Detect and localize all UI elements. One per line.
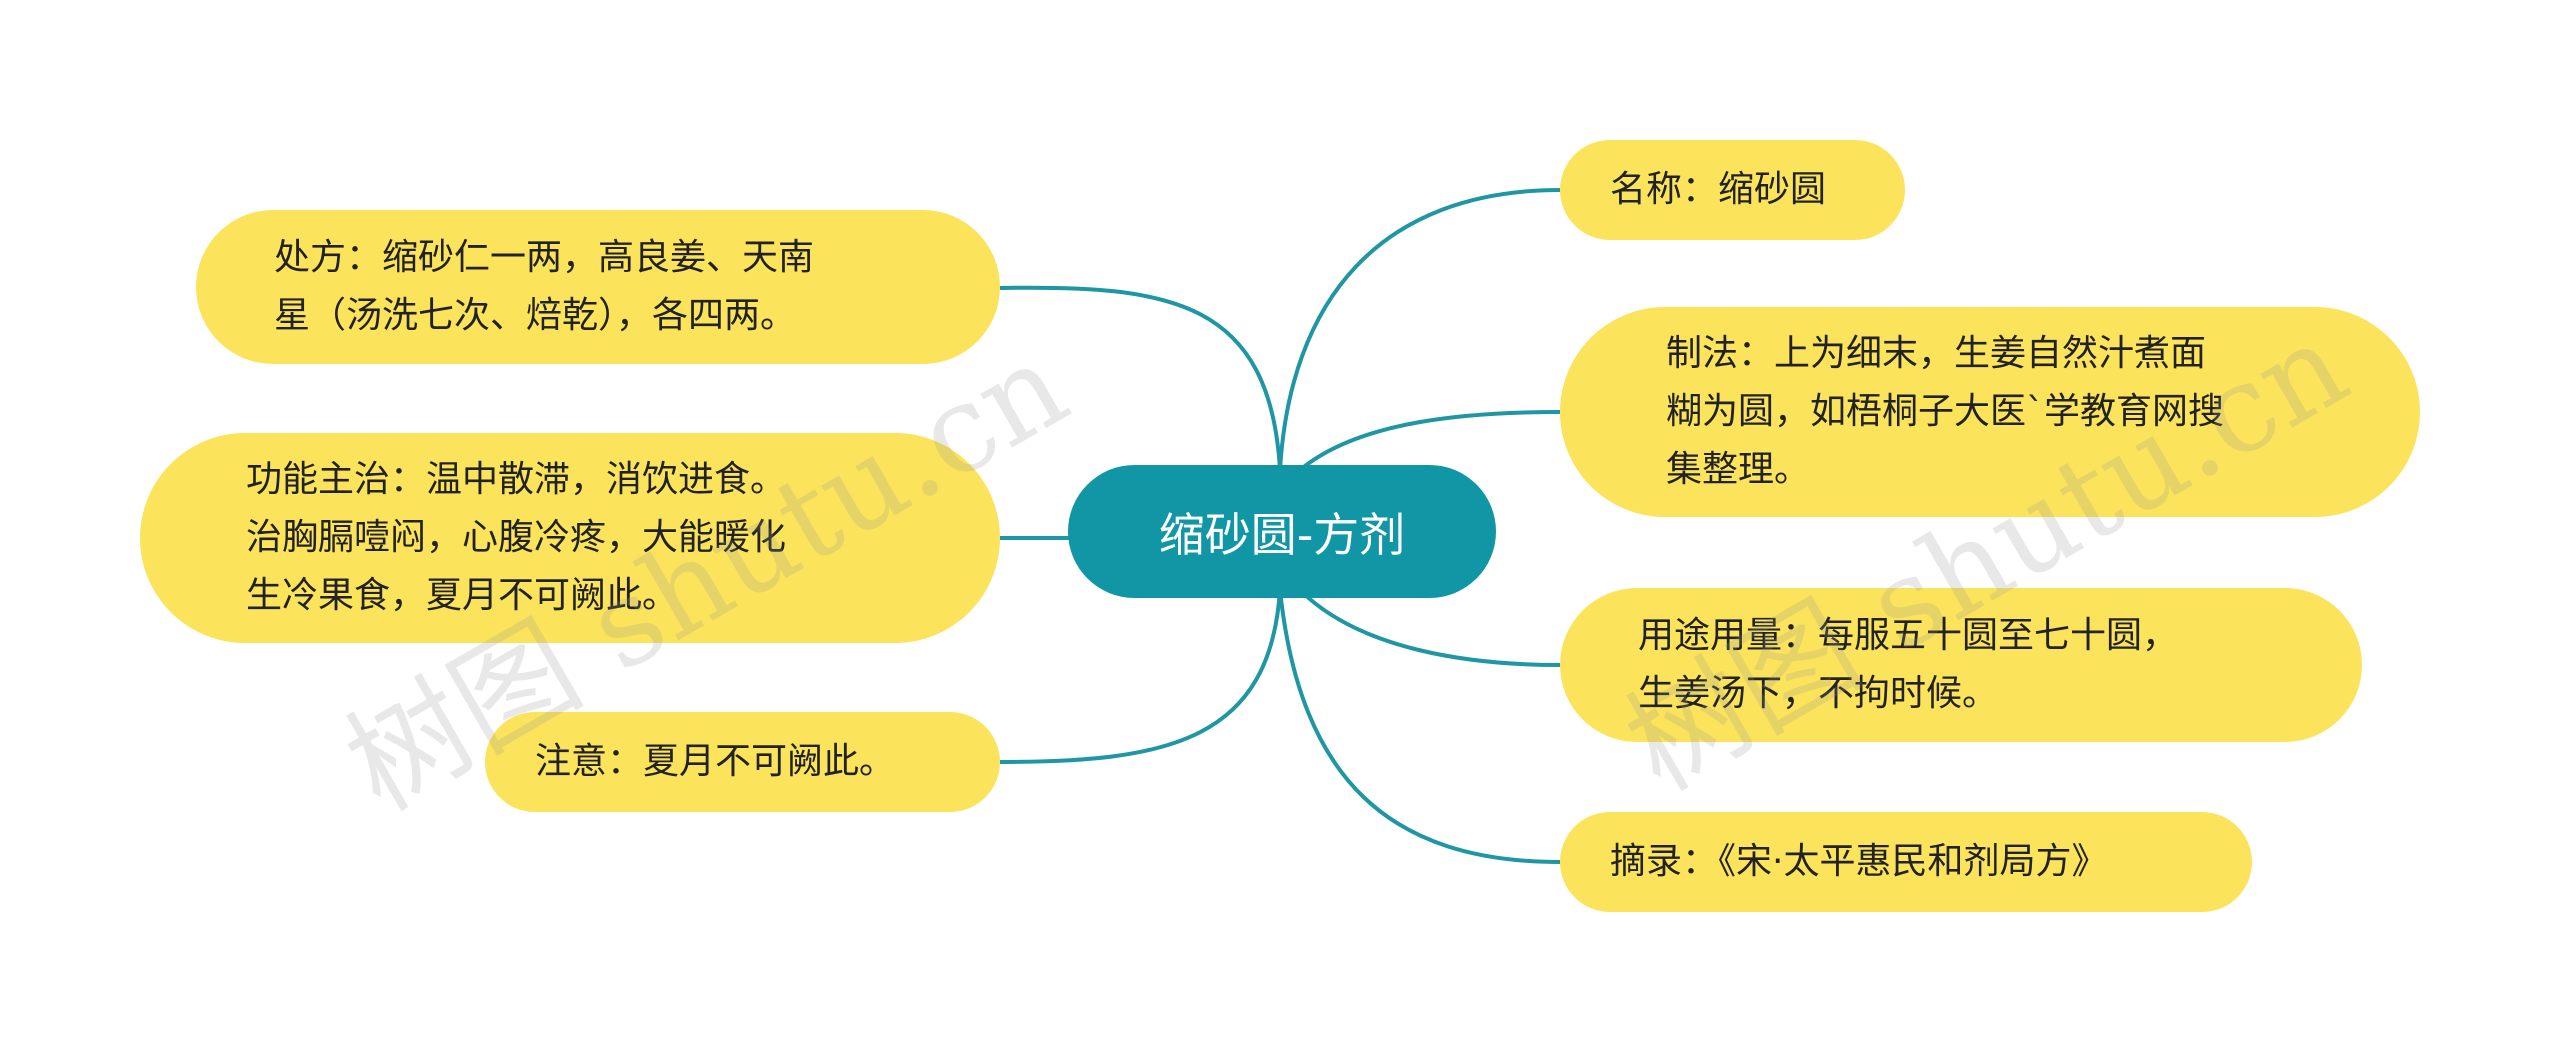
node-caution-text: 注意：夏月不可阙此。 [535, 741, 896, 782]
link-name [1278, 188, 1561, 471]
node-source-text: 摘录：《宋·太平惠民和剂局方》 [1610, 841, 2108, 882]
central-topic-label: 缩砂圆-方剂 [1158, 507, 1406, 562]
node-function-text: 功能主治：温中散滞，消饮进食。 治胸膈噎闷，心腹冷疼，大能暖化 生冷果食，夏月不… [246, 459, 787, 616]
link-usage [1298, 588, 1561, 667]
node-method-text: 制法：上为细末，生姜自然汁煮面 糊为圆，如梧桐子大医`学教育网搜 集整理。 [1666, 333, 2225, 490]
central-topic[interactable]: 缩砂圆-方剂 [1068, 465, 1496, 598]
node-function[interactable]: 功能主治：温中散滞，消饮进食。 治胸膈噎闷，心腹冷疼，大能暖化 生冷果食，夏月不… [140, 433, 1000, 643]
link-source [1278, 589, 1561, 864]
link-caution [999, 589, 1282, 764]
node-caution[interactable]: 注意：夏月不可阙此。 [485, 712, 1000, 812]
link-method [1298, 410, 1561, 472]
node-prescription[interactable]: 处方：缩砂仁一两，高良姜、天南 星（汤洗七次、焙乾），各四两。 [196, 210, 1000, 364]
node-usage[interactable]: 用途用量：每服五十圆至七十圆， 生姜汤下，不拘时候。 [1560, 588, 2362, 742]
node-name[interactable]: 名称：缩砂圆 [1560, 140, 1905, 240]
node-method[interactable]: 制法：上为细末，生姜自然汁煮面 糊为圆，如梧桐子大医`学教育网搜 集整理。 [1560, 307, 2420, 517]
node-source[interactable]: 摘录：《宋·太平惠民和剂局方》 [1560, 812, 2252, 912]
node-name-text: 名称：缩砂圆 [1610, 169, 1827, 210]
node-usage-text: 用途用量：每服五十圆至七十圆， 生姜汤下，不拘时候。 [1638, 615, 2179, 714]
link-prescription [999, 285, 1282, 471]
node-prescription-text: 处方：缩砂仁一两，高良姜、天南 星（汤洗七次、焙乾），各四两。 [274, 237, 815, 336]
